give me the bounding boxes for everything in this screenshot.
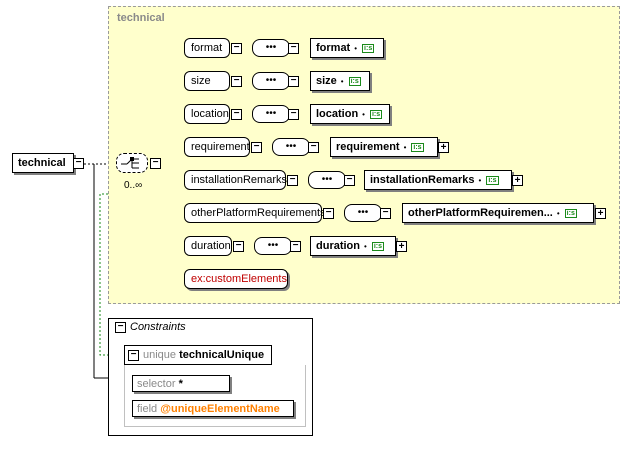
simple-type-icon: i:s	[369, 109, 383, 119]
root-element[interactable]: technical	[12, 153, 74, 173]
simple-type-icon: i:s	[486, 175, 499, 185]
sequence-installationRemarks[interactable]: •••	[308, 171, 346, 189]
sequence-location[interactable]: •••	[252, 105, 290, 123]
sequence-icon: •••	[265, 108, 277, 119]
unique-name: technicalUnique	[179, 349, 265, 361]
sequence-installationRemarks-collapse[interactable]: −	[344, 175, 355, 186]
choice-compositor[interactable]	[116, 153, 148, 173]
ref-installationRemarks-collapse[interactable]: −	[287, 175, 298, 186]
element-duration[interactable]: duration•i:s	[310, 236, 396, 256]
ref-otherPlatformRequirements-collapse[interactable]: −	[323, 208, 334, 219]
sequence-location-collapse[interactable]: −	[288, 109, 299, 120]
group-title: technical	[117, 12, 165, 24]
choice-collapse-button[interactable]: −	[150, 158, 161, 169]
arrow-icon: •	[340, 76, 344, 86]
ref-size-collapse[interactable]: −	[231, 76, 242, 87]
sequence-size-collapse[interactable]: −	[288, 76, 299, 87]
arrow-icon: •	[478, 175, 482, 185]
ref-requirement[interactable]: requirement	[184, 137, 250, 157]
choice-occurrence: 0..∞	[124, 180, 143, 191]
field-box[interactable]: field @uniqueElementName	[132, 400, 294, 417]
element-otherPlatformRequirements-expand[interactable]: +	[595, 208, 606, 219]
simple-type-icon: i:s	[564, 208, 577, 218]
sequence-duration-collapse[interactable]: −	[290, 241, 301, 252]
sequence-icon: •••	[267, 240, 279, 251]
element-location[interactable]: location•i:s	[310, 104, 390, 124]
arrow-icon: •	[403, 142, 407, 152]
unique-keyword: unique	[143, 349, 177, 361]
ref-duration[interactable]: duration	[184, 236, 232, 256]
selector-value: *	[178, 377, 183, 390]
sequence-icon: •••	[321, 174, 333, 185]
ref-location-collapse[interactable]: −	[231, 109, 242, 120]
ref-duration-collapse[interactable]: −	[233, 241, 244, 252]
ref-otherPlatformRequirements[interactable]: otherPlatformRequirements	[184, 203, 326, 223]
ref-size[interactable]: size	[184, 71, 230, 91]
custom-elements-ref[interactable]: ex:customElements	[184, 269, 288, 289]
constraints-title: Constraints	[130, 321, 186, 333]
sequence-icon: •••	[265, 75, 277, 86]
arrow-icon: •	[354, 43, 358, 53]
constraints-collapse-button[interactable]: −	[115, 322, 126, 333]
ref-requirement-collapse[interactable]: −	[251, 142, 262, 153]
simple-type-icon: i:s	[362, 43, 375, 53]
sequence-size[interactable]: •••	[252, 72, 290, 90]
arrow-icon: •	[362, 109, 365, 119]
simple-type-icon: i:s	[371, 241, 384, 251]
sequence-icon: •••	[285, 141, 297, 152]
sequence-requirement-collapse[interactable]: −	[308, 142, 319, 153]
ref-format[interactable]: format	[184, 38, 230, 58]
root-collapse-button[interactable]: −	[73, 158, 84, 169]
choice-icon	[121, 157, 139, 169]
sequence-icon: •••	[357, 207, 369, 218]
element-otherPlatformRequirements[interactable]: otherPlatformRequiremen...•i:s	[402, 203, 594, 223]
unique-constraint[interactable]: unique technicalUnique	[124, 345, 272, 365]
sequence-otherPlatformRequirements-collapse[interactable]: −	[380, 208, 391, 219]
unique-body	[124, 365, 306, 427]
root-label: technical	[18, 157, 66, 169]
sequence-otherPlatformRequirements[interactable]: •••	[344, 204, 382, 222]
sequence-format[interactable]: •••	[252, 39, 290, 57]
selector-box[interactable]: selector *	[132, 375, 230, 392]
field-value: @uniqueElementName	[160, 402, 280, 415]
simple-type-icon: i:s	[411, 142, 424, 152]
element-requirement[interactable]: requirement•i:s	[330, 137, 438, 157]
element-size[interactable]: size•i:s	[310, 71, 370, 91]
sequence-format-collapse[interactable]: −	[288, 43, 299, 54]
element-duration-expand[interactable]: +	[396, 241, 407, 252]
unique-collapse-button[interactable]: −	[128, 350, 139, 361]
field-keyword: field	[137, 402, 158, 415]
simple-type-icon: i:s	[348, 76, 361, 86]
arrow-icon: •	[364, 241, 367, 251]
sequence-icon: •••	[265, 42, 277, 53]
ref-location[interactable]: location	[184, 104, 230, 124]
element-format[interactable]: format•i:s	[310, 38, 384, 58]
element-installationRemarks[interactable]: installationRemarks•i:s	[364, 170, 512, 190]
sequence-duration[interactable]: •••	[254, 237, 292, 255]
element-installationRemarks-expand[interactable]: +	[512, 175, 523, 186]
selector-keyword: selector	[137, 377, 176, 390]
element-requirement-expand[interactable]: +	[438, 142, 449, 153]
sequence-requirement[interactable]: •••	[272, 138, 310, 156]
ref-installationRemarks[interactable]: installationRemarks	[184, 170, 287, 190]
ref-format-collapse[interactable]: −	[231, 43, 242, 54]
arrow-icon: •	[556, 208, 560, 218]
